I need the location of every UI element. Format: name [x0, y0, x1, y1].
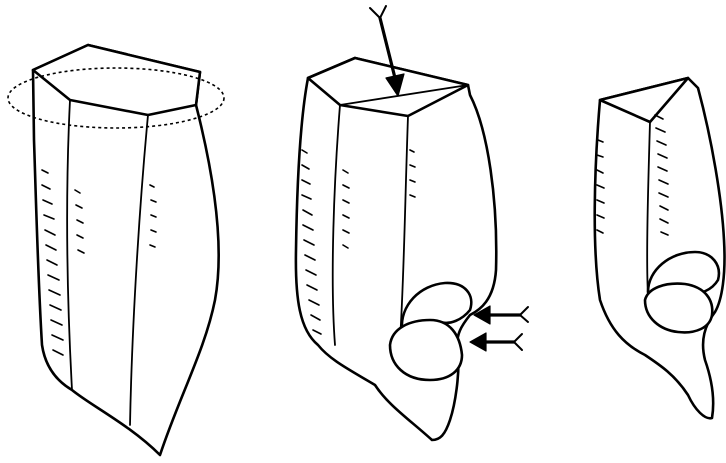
lateral-insertion-arrow-upper — [474, 306, 528, 324]
panel-intact-root — [8, 45, 224, 455]
panel-cut-root — [296, 6, 528, 440]
lateral-insertion-arrow-lower — [470, 333, 522, 351]
cut-root-notch-lower — [390, 320, 462, 380]
panel-final-root — [595, 78, 725, 418]
